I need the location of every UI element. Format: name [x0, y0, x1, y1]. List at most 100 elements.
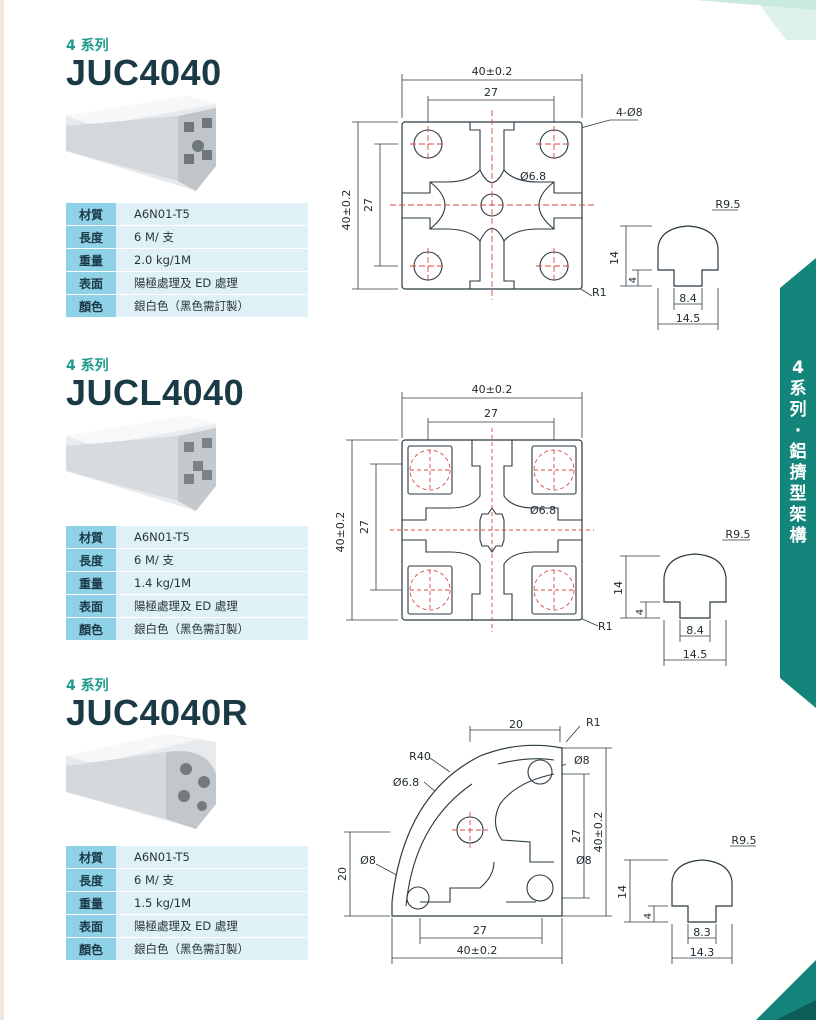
spec-row: 表面陽極處理及 ED 處理	[66, 271, 308, 295]
product-header-juc4040: 4 系列 JUC4040	[66, 38, 222, 92]
series-label: 4 系列	[66, 358, 109, 374]
spec-key: 材質	[66, 846, 116, 869]
dim-slot-radius: R9.5	[731, 834, 756, 847]
spec-key: 重量	[66, 891, 116, 915]
spec-value: A6N01-T5	[116, 203, 308, 226]
dim-corner-radius: R1	[592, 286, 607, 299]
spec-value: A6N01-T5	[116, 526, 308, 549]
spec-row: 顏色銀白色（黑色需訂製）	[66, 294, 308, 318]
spec-value: 銀白色（黑色需訂製）	[116, 617, 308, 641]
dim-pitch-vertical: 27	[362, 198, 375, 212]
spec-key: 表面	[66, 594, 116, 618]
dim-hole-top: Ø8	[574, 754, 590, 767]
dim-pitch: 27	[473, 924, 487, 937]
spec-value: 陽極處理及 ED 處理	[116, 594, 308, 618]
dim-holes: 4-Ø8	[616, 106, 643, 119]
dim-slot-neck: 4	[643, 913, 654, 919]
product-header-juc4040r: 4 系列 JUC4040R	[66, 678, 248, 732]
spec-key: 材質	[66, 526, 116, 549]
spec-key: 長度	[66, 225, 116, 249]
dim-corner-radius: R1	[598, 620, 613, 633]
dim-height: 40±0.2	[340, 190, 353, 231]
dim-width: 40±0.2	[472, 383, 513, 396]
model-title: JUC4040	[66, 52, 222, 93]
dim-pitch-vertical: 27	[358, 520, 371, 534]
profile-photo-jucl4040	[66, 416, 216, 511]
dim-center-hole: Ø6.8	[520, 170, 546, 183]
dim-height: 40±0.2	[334, 512, 347, 553]
dim-height: 40±0.2	[592, 812, 605, 853]
dim-hole-left: Ø8	[360, 854, 376, 867]
spec-row: 顏色銀白色（黑色需訂製）	[66, 937, 308, 961]
spec-key: 重量	[66, 248, 116, 272]
dim-center-hole: Ø6.8	[393, 776, 419, 789]
cross-section-drawing-juc4040r: 20 R1 R40 Ø6.8 Ø8 Ø8 Ø8 20 27 40±0.2 27 …	[336, 716, 757, 964]
product-header-jucl4040: 4 系列 JUCL4040	[66, 358, 244, 412]
spec-value: 陽極處理及 ED 處理	[116, 271, 308, 295]
spec-value: 陽極處理及 ED 處理	[116, 914, 308, 938]
spec-key: 重量	[66, 571, 116, 595]
corner-decoration-bottom	[756, 960, 816, 1020]
dim-slot-height: 14	[616, 885, 629, 899]
series-label: 4 系列	[66, 678, 109, 694]
spec-row: 表面陽極處理及 ED 處理	[66, 594, 308, 618]
dim-pitch: 27	[484, 407, 498, 420]
spec-key: 長度	[66, 868, 116, 892]
model-title: JUC4040R	[66, 692, 249, 733]
dim-width: 40±0.2	[457, 944, 498, 957]
spec-key: 表面	[66, 914, 116, 938]
dim-hole-bottom: Ø8	[576, 854, 592, 867]
spec-key: 顏色	[66, 937, 116, 961]
profile-photo-juc4040	[66, 96, 216, 191]
dim-center-hole: Ø6.8	[530, 504, 556, 517]
spec-row: 顏色銀白色（黑色需訂製）	[66, 617, 308, 641]
dim-slot-neck: 4	[635, 609, 646, 615]
dim-pitch-vertical: 27	[570, 829, 583, 843]
spec-value: 銀白色（黑色需訂製）	[116, 294, 308, 318]
dim-pitch: 27	[484, 86, 498, 99]
dim-slot-neck: 4	[628, 277, 639, 283]
dim-slot-inner-width: 8.3	[693, 926, 711, 939]
spec-value: 銀白色（黑色需訂製）	[116, 937, 308, 961]
dim-corner-radius: R1	[586, 716, 601, 729]
dim-slot-outer-width: 14.3	[690, 946, 715, 959]
page-edge	[0, 0, 4, 1020]
spec-key: 材質	[66, 203, 116, 226]
profile-photo-juc4040r	[66, 734, 216, 829]
dim-slot-height: 14	[608, 251, 621, 265]
series-label: 4 系列	[66, 38, 109, 54]
spec-key: 表面	[66, 271, 116, 295]
spec-value: 6 M/ 支	[116, 868, 308, 892]
spec-key: 顏色	[66, 617, 116, 641]
dim-width: 40±0.2	[472, 65, 513, 78]
series-side-tab	[780, 258, 816, 708]
dim-slot-radius: R9.5	[715, 198, 740, 211]
corner-decoration-top	[586, 0, 816, 40]
spec-value: 1.4 kg/1M	[116, 571, 308, 595]
dim-arc-radius: R40	[409, 750, 431, 763]
dim-slot-height: 14	[612, 581, 625, 595]
model-title: JUCL4040	[66, 372, 245, 413]
dim-slot-inner-width: 8.4	[679, 292, 697, 305]
spec-key: 顏色	[66, 294, 116, 318]
spec-value: A6N01-T5	[116, 846, 308, 869]
spec-value: 6 M/ 支	[116, 548, 308, 572]
dim-slot-radius: R9.5	[725, 528, 750, 541]
spec-key: 長度	[66, 548, 116, 572]
cross-section-drawing-jucl4040: 40±0.2 27 40±0.2 27 Ø6.8 R1 R9.5 14 4 8.…	[334, 383, 751, 666]
cross-section-drawing-juc4040: 40±0.2 27 40±0.2 27 4-Ø8 Ø6.8 R1 R9.5 14…	[340, 65, 741, 330]
dim-slot-outer-width: 14.5	[683, 648, 708, 661]
dim-slot-inner-width: 8.4	[686, 624, 704, 637]
dim-top: 20	[509, 718, 523, 731]
